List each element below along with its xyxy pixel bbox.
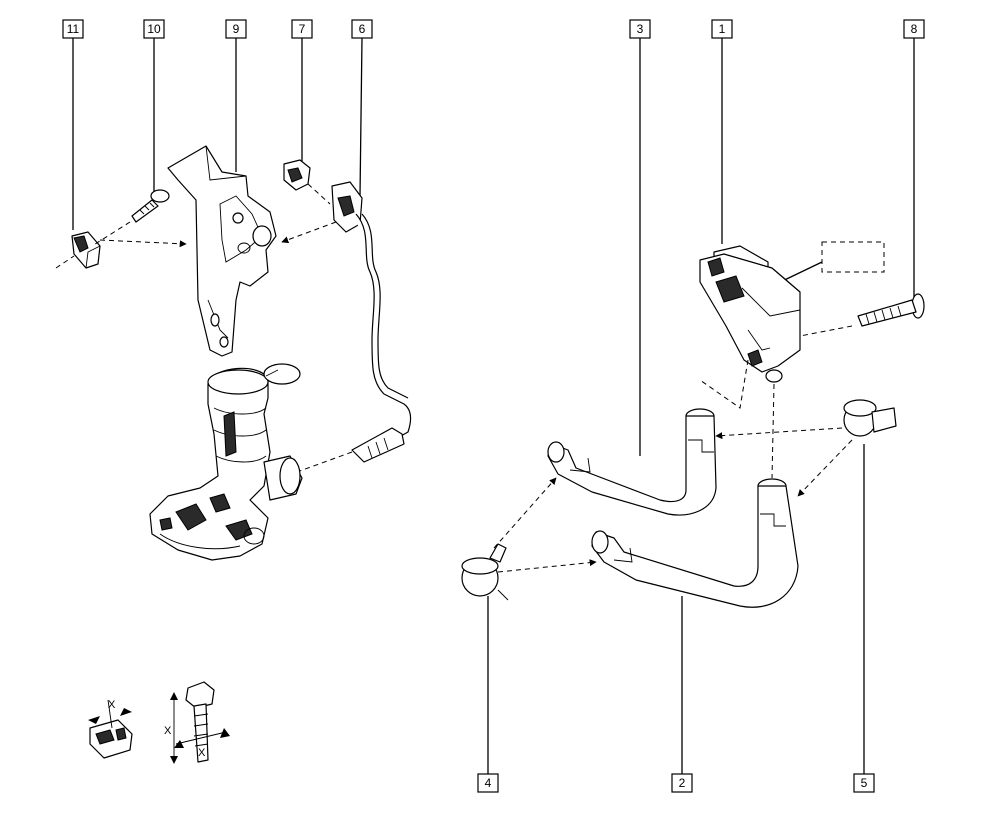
callout-6-label: 6 bbox=[359, 22, 366, 36]
dash-11-to-9 bbox=[55, 255, 75, 269]
callout-10: 10 bbox=[143, 19, 165, 39]
dash-6-to-bracket bbox=[281, 221, 337, 244]
callout-3-label: 3 bbox=[637, 22, 644, 36]
x-label-bolt-bottom: X bbox=[198, 747, 206, 759]
hose-part-3 bbox=[547, 408, 717, 516]
callout-8: 8 bbox=[903, 19, 925, 39]
dash-clip-to-bracket bbox=[99, 239, 187, 248]
dash-4-to-3 bbox=[493, 477, 557, 549]
dash-1-to-3 bbox=[699, 359, 749, 409]
screw-part-8 bbox=[857, 293, 925, 327]
bracket-part-9 bbox=[167, 145, 277, 357]
dash-bolt-10 bbox=[91, 221, 131, 247]
reference-dashed-box bbox=[821, 241, 885, 273]
callout-11: 11 bbox=[62, 19, 84, 39]
callout-5: 5 bbox=[853, 773, 875, 793]
callout-4: 4 bbox=[477, 773, 499, 793]
callout-9-label: 9 bbox=[233, 22, 240, 36]
callout-10-label: 10 bbox=[147, 22, 161, 36]
x-label-clip: X bbox=[108, 699, 116, 711]
callout-3: 3 bbox=[629, 19, 651, 39]
callout-4-label: 4 bbox=[485, 776, 492, 790]
callout-9: 9 bbox=[225, 19, 247, 39]
bolt-part-10 bbox=[131, 189, 170, 223]
clamp-part-4 bbox=[461, 543, 509, 601]
water-outlet-housing bbox=[149, 363, 303, 561]
callout-5-label: 5 bbox=[861, 776, 868, 790]
x-label-bolt-side: X bbox=[164, 725, 172, 737]
dash-5-to-3 bbox=[715, 427, 843, 440]
dash-7-to-6 bbox=[307, 183, 331, 205]
callout-11-label: 11 bbox=[67, 22, 80, 36]
dash-5-to-2 bbox=[797, 439, 853, 497]
callout-7: 7 bbox=[291, 19, 313, 39]
clamp-part-5 bbox=[843, 399, 897, 437]
callout-7-label: 7 bbox=[299, 22, 306, 36]
callout-1: 1 bbox=[711, 19, 733, 39]
leader-6 bbox=[359, 37, 363, 197]
callout-1-label: 1 bbox=[719, 22, 726, 36]
sensor-cable-part-6 bbox=[331, 181, 412, 463]
tightening-detail-clip: X bbox=[88, 699, 133, 759]
callout-8-label: 8 bbox=[911, 22, 918, 36]
callout-2-label: 2 bbox=[679, 776, 686, 790]
clip-nut-part-11 bbox=[71, 231, 101, 269]
dash-4-to-2 bbox=[497, 559, 597, 573]
hose-part-2 bbox=[591, 478, 799, 608]
clip-part-7 bbox=[283, 159, 311, 191]
sensor-part-1 bbox=[699, 245, 801, 383]
tightening-detail-bolt: X X bbox=[164, 681, 230, 764]
callout-6: 6 bbox=[351, 19, 373, 39]
dash-8-to-1 bbox=[799, 325, 853, 337]
callout-2: 2 bbox=[671, 773, 693, 793]
dash-1-to-2 bbox=[771, 383, 775, 479]
